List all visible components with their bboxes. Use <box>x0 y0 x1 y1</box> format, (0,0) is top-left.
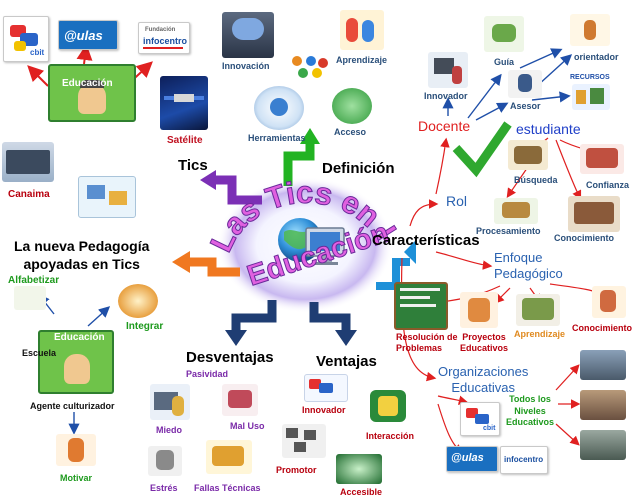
label-procesamiento: Procesamiento <box>476 226 541 236</box>
miedo-image <box>150 384 190 420</box>
label-estudiante: estudiante <box>516 121 581 137</box>
label-recursos: RECURSOS <box>570 74 610 81</box>
label-satelite: Satélite <box>167 135 203 146</box>
alfabetizar-image <box>14 286 46 310</box>
proyectos-image <box>460 292 498 328</box>
label-conocimiento-est: Conocimiento <box>554 233 614 243</box>
chalkboard-image <box>394 282 448 330</box>
innovador-logo-image <box>304 374 348 402</box>
label-escuela: Escuela <box>22 348 57 358</box>
aprendizaje-image <box>340 10 384 50</box>
innovacion-image <box>222 12 274 58</box>
label-orientador: orientador <box>574 52 619 62</box>
aprendizaje-enfoque-image <box>516 294 560 326</box>
node-caracteristicas: Características <box>372 232 480 249</box>
classroom-desk-image <box>78 176 136 218</box>
mal-uso-image <box>222 384 258 416</box>
procesamiento-image <box>494 198 538 224</box>
infocentro-logo: Fundación infocentro <box>138 22 190 54</box>
conocimiento-reader-image <box>592 286 626 318</box>
label-conocimiento-enfoque: Conocimiento <box>572 323 632 333</box>
ventajas-arrow <box>309 302 351 332</box>
label-busqueda: Búsqueda <box>514 175 558 185</box>
label-agente: Agente culturizador <box>30 401 115 411</box>
label-interaccion: Interacción <box>366 431 415 441</box>
integrar-image <box>118 284 158 318</box>
label-niveles: Todos los Niveles Educativos <box>506 394 555 428</box>
node-desventajas: Desventajas <box>186 349 274 366</box>
label-alfabetizar: Alfabetizar <box>8 275 60 286</box>
canaima-image <box>2 142 54 182</box>
conocimiento-classroom-image <box>568 196 620 232</box>
label-herramientas: Herramientas <box>248 133 306 143</box>
label-aprendizaje-enfoque: Aprendizaje <box>514 329 566 339</box>
label-integrar: Integrar <box>126 321 164 332</box>
label-accesible: Accesible <box>340 487 383 497</box>
label-innovador-ventajas: Innovador <box>302 405 346 415</box>
browser-icons <box>290 56 330 78</box>
label-promotor: Promotor <box>276 465 317 475</box>
innovador-teacher-image <box>428 52 468 88</box>
node-ventajas: Ventajas <box>316 353 377 370</box>
label-guia: Guía <box>494 57 515 67</box>
label-aprendizaje-def: Aprendizaje <box>336 55 388 65</box>
orientador-image <box>570 14 610 46</box>
label-acceso: Acceso <box>334 127 367 137</box>
educacion-cartoon-2 <box>38 330 114 394</box>
label-proyectos: Proyectos Educativos <box>460 332 509 353</box>
label-estres: Estrés <box>150 483 178 493</box>
label-mal-uso: Mal Uso <box>230 421 265 431</box>
check-mark <box>452 121 512 178</box>
motivar-image <box>56 434 96 466</box>
label-educacion-pedagogia: Educación <box>54 332 105 343</box>
cbit-logo: cbit <box>3 16 49 62</box>
desventajas-arrow <box>231 300 277 332</box>
label-canaima: Canaima <box>8 189 50 200</box>
aulas-logo-bottom: @ulas <box>446 446 498 472</box>
pedagogia-arrow <box>188 257 240 277</box>
definicion-arrow <box>283 142 315 186</box>
label-asesor: Asesor <box>510 101 541 111</box>
label-rol: Rol <box>446 193 468 209</box>
busqueda-image <box>508 140 548 170</box>
accesible-image <box>336 454 382 484</box>
school-photo-2 <box>580 390 626 420</box>
infocentro-logo-bottom: infocentro <box>500 446 548 474</box>
label-pasividad: Pasividad <box>186 369 229 379</box>
label-docente: Docente <box>418 118 471 134</box>
estres-image <box>148 446 182 476</box>
node-nueva-pedagogia: La nueva Pedagogía apoyadas en Tics <box>14 238 150 273</box>
school-photo-1 <box>580 350 626 380</box>
caracteristicas-arrow <box>376 258 410 290</box>
node-definicion: Definición <box>322 160 395 177</box>
label-motivar: Motivar <box>60 473 93 483</box>
recursos-image <box>572 84 610 110</box>
fallas-image <box>206 440 252 474</box>
interaccion-image <box>370 390 406 422</box>
school-photo-3 <box>580 430 626 460</box>
aulas-logo: @ulas <box>58 20 118 50</box>
node-tics: Tics <box>178 157 208 174</box>
guia-image <box>484 16 524 52</box>
acceso-image <box>332 88 372 124</box>
promotor-image <box>282 424 326 458</box>
label-resolucion: Resolución de Problemas <box>396 332 458 353</box>
herramientas-image <box>254 86 304 130</box>
cbit-logo-bottom: cbit <box>460 402 500 436</box>
tics-arrow <box>214 175 262 205</box>
label-confianza: Confianza <box>586 180 630 190</box>
label-innovador-docente: Innovador <box>424 91 468 101</box>
label-miedo: Miedo <box>156 425 182 435</box>
label-enfoque: Enfoque Pedagógico <box>494 250 563 281</box>
educacion-cartoon <box>48 64 136 122</box>
label-educacion-tics: Educación <box>62 78 113 89</box>
asesor-image <box>508 70 542 98</box>
label-innovacion: Innovación <box>222 61 270 71</box>
label-fallas: Fallas Técnicas <box>194 483 261 493</box>
label-organizaciones: Organizaciones Educativas <box>438 364 529 395</box>
satelite-image <box>160 76 208 130</box>
confianza-image <box>580 144 624 174</box>
